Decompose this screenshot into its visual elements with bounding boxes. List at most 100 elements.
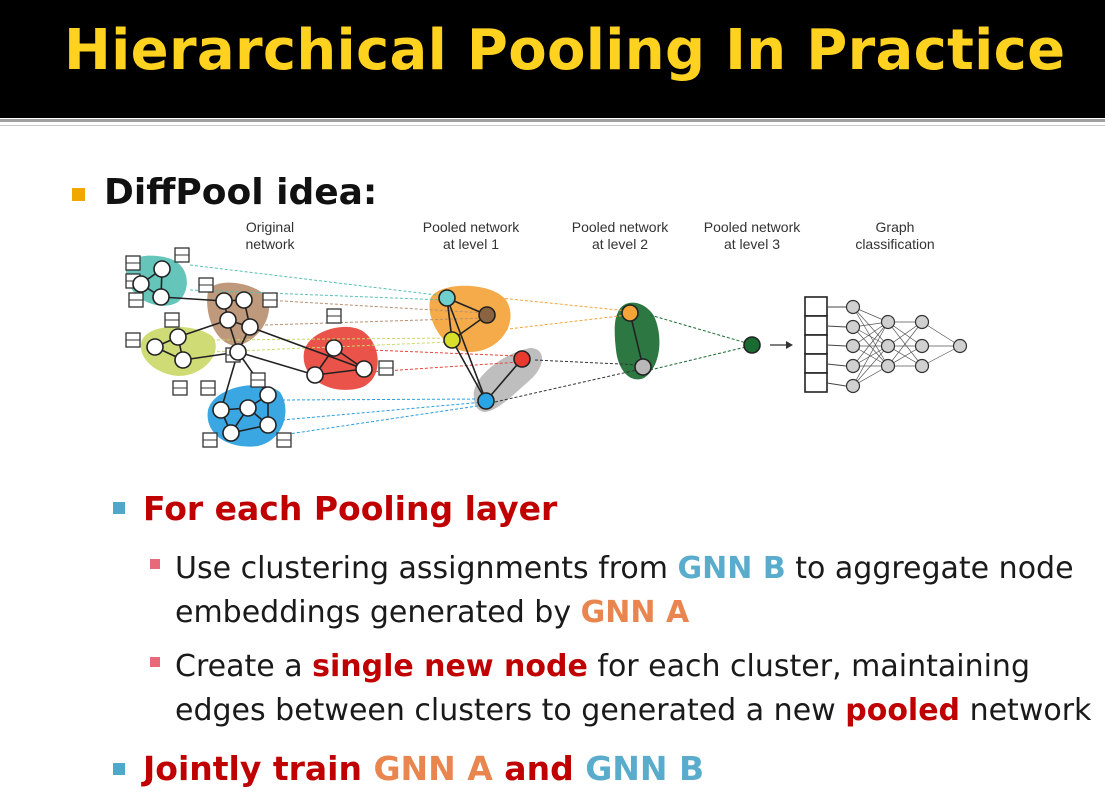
mlp-edge <box>852 321 889 387</box>
pooled-node <box>438 289 456 307</box>
assignment-line <box>189 289 446 301</box>
graph-node <box>229 343 247 361</box>
assignment-line <box>281 404 485 436</box>
graph-node <box>241 318 259 336</box>
mlp-neuron <box>914 338 930 354</box>
graph-node <box>152 288 170 306</box>
gnn-b-label: GNN B <box>677 551 786 586</box>
mlp-edge <box>852 306 889 347</box>
mlp-neuron <box>880 358 896 374</box>
assignment-line <box>369 349 521 357</box>
embedding-cell <box>804 296 828 317</box>
text: for each cluster, maintaining <box>587 649 1030 684</box>
input-connector <box>826 382 847 387</box>
label-level3: Pooled network at level 3 <box>672 219 832 253</box>
text: Use clustering assignments from <box>175 551 678 586</box>
level2-node <box>634 358 652 376</box>
level3-node <box>743 336 761 354</box>
mlp-edge <box>921 321 961 347</box>
assignment-line <box>499 297 629 312</box>
mlp-neuron <box>880 314 896 330</box>
mlp-edge <box>887 321 923 367</box>
graph-node <box>355 360 373 378</box>
graph-node <box>259 416 277 434</box>
bullet-line: Create a single new node for each cluste… <box>175 645 1091 689</box>
input-connector <box>826 363 847 367</box>
text: and <box>492 749 586 788</box>
pooled-node <box>478 306 496 324</box>
cluster-brown-blob <box>207 282 270 346</box>
bullet-square-icon <box>72 188 85 201</box>
embedding-cell <box>804 315 828 336</box>
assignment-line <box>264 299 486 314</box>
arrow-head-icon <box>786 341 793 349</box>
title-divider <box>0 119 1105 122</box>
graph-node <box>222 424 240 442</box>
gnn-a-label: GNN A <box>580 595 690 630</box>
label-original-network: Original network <box>190 219 350 253</box>
bullet-jointly-train: Jointly train GNN A and GNN B <box>143 749 704 788</box>
graph-node <box>169 328 187 346</box>
label-graph-classification: Graph classification <box>815 219 975 253</box>
assignment-line <box>281 398 485 401</box>
bullet-text: DiffPool idea: <box>104 172 378 213</box>
graph-node <box>235 291 253 309</box>
title-divider-thin <box>0 125 1105 126</box>
mlp-neuron <box>845 319 861 335</box>
bullet-single-new-node: Create a single new node for each cluste… <box>175 645 1091 733</box>
text: embeddings generated by <box>175 595 581 630</box>
graph-node <box>306 366 324 384</box>
bullet-pooling-layer: For each Pooling layer <box>143 489 557 528</box>
assignment-line <box>264 317 486 326</box>
graph-edge <box>177 319 229 338</box>
pooled-emphasis: pooled <box>845 693 961 728</box>
mlp-neuron <box>845 378 861 394</box>
label-line: at level 2 <box>591 236 649 252</box>
text: Jointly train <box>143 749 374 788</box>
label-level1: Pooled network at level 1 <box>391 219 551 253</box>
label-line: Pooled network <box>422 219 520 235</box>
assignment-line <box>369 361 521 373</box>
bullet-line: edges between clusters to generated a ne… <box>175 689 1091 733</box>
assignment-line <box>649 345 751 371</box>
label-line: Graph <box>875 219 915 235</box>
pooled-edge <box>446 297 487 402</box>
label-line: at level 3 <box>723 236 781 252</box>
assignment-dashed-lines <box>189 264 751 436</box>
pooled-node <box>443 331 461 349</box>
mlp-neuron <box>952 338 968 354</box>
gnn-a-label: GNN A <box>373 749 493 788</box>
title-bar: Hierarchical Pooling In Practice <box>0 0 1105 118</box>
cluster-lime-blob <box>140 326 216 376</box>
assignment-line <box>499 314 629 331</box>
graph-edge <box>237 351 316 376</box>
embedding-cell <box>804 372 828 393</box>
slide-title: Hierarchical Pooling In Practice <box>64 18 1066 83</box>
bullet-square-icon <box>150 657 160 667</box>
mlp-edge <box>852 321 889 367</box>
graph-node <box>174 351 192 369</box>
label-line: Pooled network <box>571 219 669 235</box>
diffpool-diagram <box>125 247 968 448</box>
graph-node <box>215 292 233 310</box>
level2-node <box>621 304 639 322</box>
graph-edge <box>160 296 225 302</box>
pooled-node <box>513 350 531 368</box>
mlp-neuron <box>845 338 861 354</box>
graph-node <box>132 275 150 293</box>
bullet-square-icon <box>113 763 125 775</box>
bullet-line: embeddings generated by GNN A <box>175 591 1074 635</box>
bullet-line: Use clustering assignments from GNN B to… <box>175 547 1074 591</box>
label-level2: Pooled network at level 2 <box>540 219 700 253</box>
pooled-edge <box>485 358 523 402</box>
graph-node <box>259 386 277 404</box>
label-line: Original <box>245 219 295 235</box>
text: edges between clusters to generated a ne… <box>175 693 846 728</box>
bullet-square-icon <box>113 502 125 514</box>
mlp-edge <box>852 326 889 367</box>
gnn-b-label: GNN B <box>585 749 705 788</box>
pooled-edge <box>451 339 487 402</box>
bullet-text: For each Pooling layer <box>143 489 558 528</box>
bullet-clustering-assignments: Use clustering assignments from GNN B to… <box>175 547 1074 635</box>
label-line: network <box>245 236 295 252</box>
